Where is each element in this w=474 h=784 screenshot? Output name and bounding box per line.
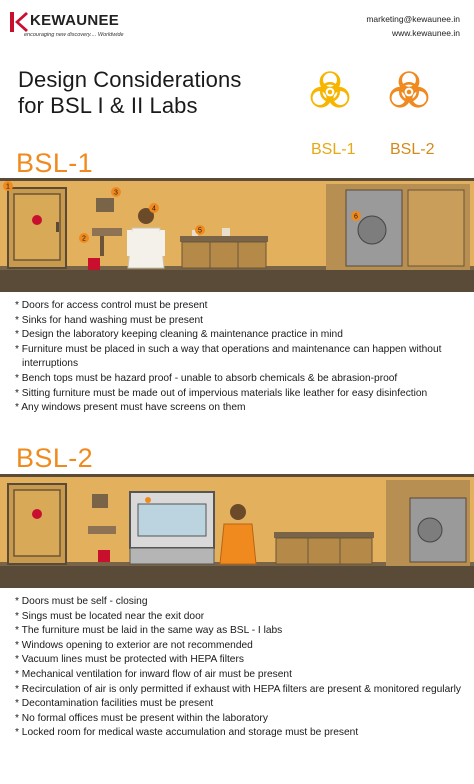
contact-info: marketing@kewaunee.in www.kewaunee.in (366, 12, 460, 40)
marker-2: 2 (82, 236, 86, 243)
page-title-line-2: for BSL I & II Labs (18, 93, 198, 118)
door-icon (7, 187, 67, 269)
page-title-line-1: Design Considerations (18, 67, 242, 92)
marker-6: 6 (354, 214, 358, 221)
lab-bench-icon (274, 532, 374, 565)
list-item: * Sinks for hand washing must be present (15, 314, 204, 326)
marker-4: 4 (152, 206, 156, 213)
marker-3: 3 (114, 190, 118, 197)
list-item: * Any windows present must have screens … (15, 402, 246, 414)
list-item: * Locked room for medical waste accumula… (15, 727, 359, 739)
list-item: * Bench tops must be hazard proof - unab… (15, 372, 398, 384)
contact-email[interactable]: marketing@kewaunee.in (366, 14, 460, 24)
list-item: * Recirculation of air is only permitted… (15, 683, 461, 695)
kewaunee-logo[interactable]: KEWAUNEE encouraging new discovery.... W… (10, 12, 140, 40)
bsl1-icon-label: BSL-1 (311, 141, 356, 158)
bsl1-title: BSL-1 (16, 148, 94, 178)
contact-website[interactable]: www.kewaunee.in (391, 28, 460, 38)
biosafety-cabinet-icon (129, 491, 215, 565)
list-item: * Sings must be located near the exit do… (15, 610, 205, 622)
list-item: * Design the laboratory keeping cleaning… (15, 329, 343, 341)
autoclave-icon (386, 480, 470, 566)
bsl2-lab-illustration (0, 474, 474, 588)
header: KEWAUNEE encouraging new discovery.... W… (0, 0, 474, 50)
list-item: * Vacuum lines must be protected with HE… (15, 654, 244, 666)
bsl2-title: BSL-2 (16, 443, 94, 473)
logo-mark-icon (10, 12, 28, 32)
list-item: * Mechanical ventilation for inward flow… (15, 668, 292, 680)
bsl2-requirements-list: * Doors must be self - closing * Sings m… (15, 595, 465, 741)
list-item: * No formal offices must be present with… (15, 712, 268, 724)
list-item: * Doors must be self - closing (15, 596, 148, 607)
bsl1-requirements-list: * Doors for access control must be prese… (15, 299, 465, 416)
list-item: * Furniture must be placed in such a way… (15, 343, 442, 370)
self-closing-door-icon (7, 483, 67, 565)
list-item: * Sitting furniture must be made out of … (15, 387, 428, 399)
autoclave-icon (326, 184, 470, 270)
bsl2-icon-label: BSL-2 (390, 141, 435, 158)
sink-icon (88, 494, 116, 562)
brand-name: KEWAUNEE (30, 12, 120, 29)
marker-1: 1 (6, 184, 10, 191)
marker-5: 5 (198, 228, 202, 235)
brand-tagline: encouraging new discovery.... Worldwide (24, 32, 124, 38)
list-item: * Decontamination facilities must be pre… (15, 698, 214, 710)
list-item: * The furniture must be laid in the same… (15, 625, 283, 637)
biohazard-icon-bsl1 (310, 71, 350, 108)
biohazard-icon-bsl2 (389, 71, 429, 108)
lab-bench-icon (180, 228, 268, 269)
list-item: * Doors for access control must be prese… (15, 300, 208, 311)
sink-icon (88, 198, 122, 270)
page-title: Design Considerations for BSL I & II Lab… (18, 67, 241, 119)
list-item: * Windows opening to exterior are not re… (15, 639, 253, 651)
scientist-icon (219, 504, 257, 565)
bsl1-lab-illustration: 1 2 3 4 5 6 (0, 178, 474, 292)
scientist-icon (127, 208, 165, 269)
